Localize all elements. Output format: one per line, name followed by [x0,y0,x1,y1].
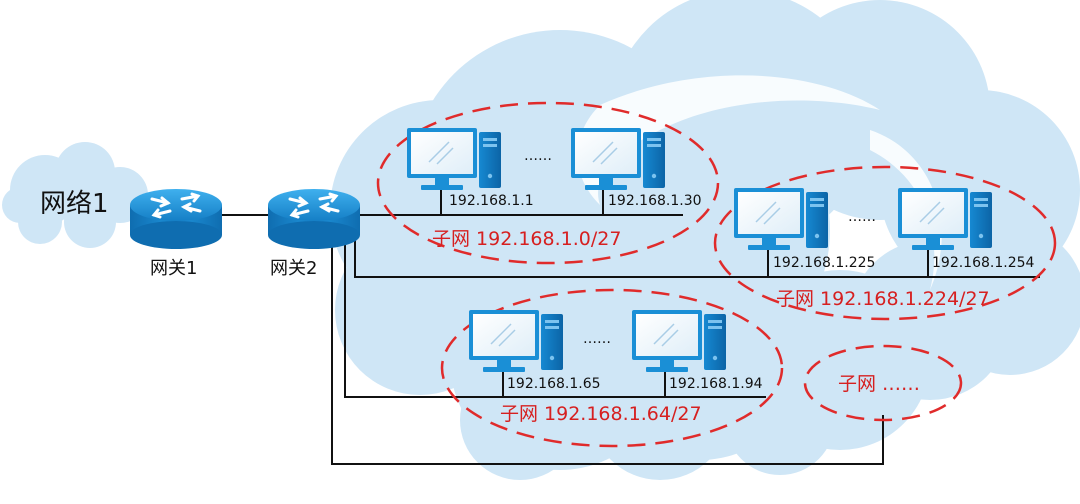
subnet-1-host-last-ip: 192.168.1.30 [608,193,702,209]
subnet-1-outline [376,101,720,265]
subnet-2-ellipsis: …… [848,209,876,225]
subnet-2-outline [713,165,1057,321]
gateway-1-label: 网关1 [150,258,197,279]
gateway-2-router [268,189,360,249]
subnet-3-ellipsis: …… [583,331,611,347]
gateway-2-label: 网关2 [270,258,317,279]
gateway-1-router [130,189,222,249]
subnet-3-label: 子网 192.168.1.64/27 [500,403,702,425]
cloud-swirl [577,75,880,206]
subnet-4-outline [803,344,963,422]
subnet-2-label: 子网 192.168.1.224/27 [776,288,990,310]
network-label: 网络1 [40,189,109,219]
subnet-1-label: 子网 192.168.1.0/27 [432,228,621,250]
subnet-2-host-first-ip: 192.168.1.225 [773,255,875,271]
subnet-2-host-last-ip: 192.168.1.254 [932,255,1035,271]
network-cloud [2,142,148,248]
subnet-4-label: 子网 …… [838,373,920,395]
subnet-3-outline [440,288,784,448]
subnet-3-host-first-ip: 192.168.1.65 [507,376,601,392]
subnet-3-host-last-ip: 192.168.1.94 [669,376,763,392]
subnet-1-host-first-ip: 192.168.1.1 [449,193,534,209]
subnet-1-ellipsis: …… [524,148,552,164]
